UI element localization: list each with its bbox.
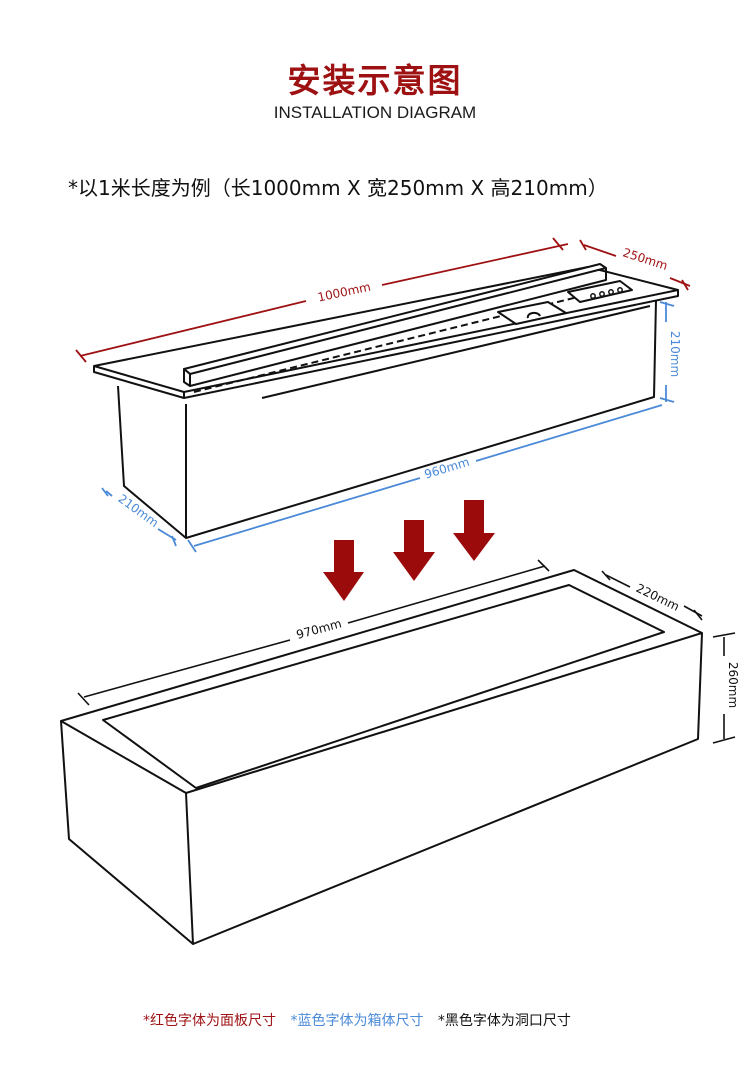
panel-dimension-lines: [75, 237, 691, 363]
color-legend: *红色字体为面板尺寸 *蓝色字体为箱体尺寸 *黑色字体为洞口尺寸: [143, 1010, 581, 1030]
legend-opening-dimensions: *黑色字体为洞口尺寸: [437, 1013, 571, 1029]
box-height-label: 210mm: [668, 331, 682, 377]
insert-direction-arrows: [323, 500, 495, 601]
down-arrow-icon: [453, 500, 495, 561]
legend-panel-dimensions: *红色字体为面板尺寸: [143, 1013, 276, 1029]
box-dimension-lines: [101, 301, 675, 553]
title-english: INSTALLATION DIAGRAM: [273, 103, 477, 122]
down-arrow-icon: [393, 520, 435, 581]
down-arrow-icon: [323, 540, 364, 601]
panel-width-label: 250mm: [621, 245, 669, 273]
burner-insert-drawing: [93, 263, 679, 539]
opening-dimension-lines: [77, 559, 736, 744]
opening-length-label: 970mm: [295, 616, 343, 642]
panel-length-label: 1000mm: [316, 280, 372, 305]
opening-depth-label: 260mm: [726, 662, 740, 708]
title-chinese: 安装示意图: [287, 61, 463, 100]
example-dimensions-note: *以1米长度为例（长1000mm X 宽250mm X 高210mm）: [68, 176, 608, 200]
wall-opening-drawing: [60, 569, 703, 945]
legend-box-dimensions: *蓝色字体为箱体尺寸: [290, 1013, 424, 1029]
